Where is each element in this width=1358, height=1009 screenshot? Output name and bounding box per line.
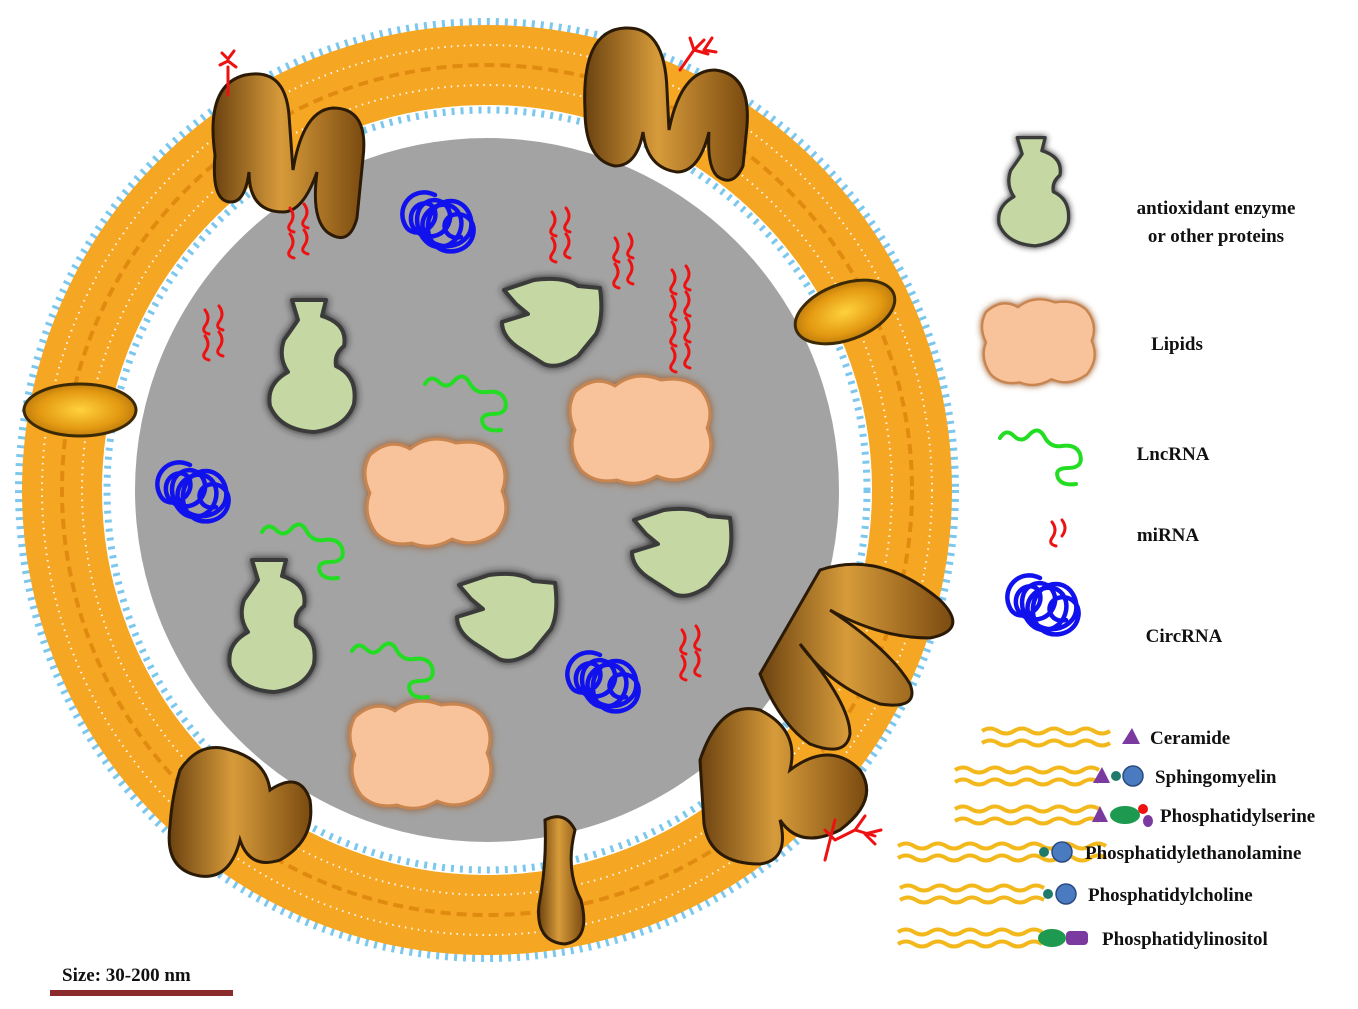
sphingomyelin-icon [953,765,1144,787]
legend-item-lncrna: LncRNA [998,428,1210,487]
phosphatidylinositol-icon [896,927,1088,949]
lipid-cargo-2 [568,374,713,485]
phosphatidylethanolamine-label: Phosphatidylethanolamine [1085,843,1301,864]
lipid-type-sphingomyelin: Sphingomyelin [953,765,1277,788]
transmembrane-protein-top-right [583,26,749,182]
legend-mirna-label: miRNA [1137,525,1200,546]
glycan-top-right [678,36,718,72]
membrane-inner-heads [103,106,871,874]
membrane-outer-heads [15,18,959,962]
lipid-type-ceramide: Ceramide [980,726,1230,749]
phosphatidylcholine-label: Phosphatidylcholine [1088,885,1253,906]
transmembrane-protein-bottom-right [698,707,869,866]
legend-lncrna-label: LncRNA [1137,444,1210,465]
legend-item-circrna: CircRNA [1007,575,1223,647]
exosome [15,18,959,962]
bilayer-tails-outer [41,44,933,936]
membrane-oval-protein-right [793,278,897,346]
transmembrane-channel-bottom [537,815,586,946]
lipid-blob-icon [980,298,1096,387]
lipid-type-phosphatidylinositol: Phosphatidylinositol [896,927,1268,950]
scale-bar: Size: 30-200 nm [50,965,233,996]
glycan-top-left [218,49,238,97]
legend-protein-line2: or other proteins [1148,226,1284,247]
mirna-icon [1049,518,1067,548]
phosphatidylethanolamine-icon [896,841,1108,863]
phosphatidylserine-icon [953,804,1153,827]
membrane-oval-protein-left [22,382,138,438]
lipid-cargo-3 [348,699,493,810]
transmembrane-protein-bottom-left [167,746,313,878]
sphingomyelin-label: Sphingomyelin [1155,767,1277,788]
legend-item-lipids: Lipids [980,298,1203,387]
transmembrane-protein-top-left [211,72,366,240]
scale-bar-line [50,990,233,996]
ceramide-label: Ceramide [1150,728,1230,749]
ceramide-icon [980,726,1140,748]
legend-protein-line1: antioxidant enzyme [1137,198,1296,219]
glycan-bottom-right [823,814,883,862]
transmembrane-protein-right-bottom [758,562,955,751]
protein-icon [997,135,1071,248]
phosphatidylcholine-icon [898,883,1077,905]
scale-bar-label: Size: 30-200 nm [62,965,191,986]
legend-lipids-label: Lipids [1151,334,1203,355]
phosphatidylinositol-label: Phosphatidylinositol [1102,929,1268,950]
lipid-type-phosphatidylethanolamine: Phosphatidylethanolamine [896,841,1301,864]
bilayer-midline [60,63,914,917]
lipid-type-phosphatidylserine: Phosphatidylserine [953,804,1315,827]
legend-circrna-label: CircRNA [1146,626,1223,647]
bilayer-tails-inner [81,84,893,896]
legend-item-mirna: miRNA [1049,518,1200,548]
phosphatidylserine-label: Phosphatidylserine [1160,806,1315,827]
circrna-icon [1007,575,1078,634]
lncrna-icon [998,428,1083,487]
lipid-type-phosphatidylcholine: Phosphatidylcholine [898,883,1253,906]
lipid-cargo-1 [363,437,508,548]
legend-item-protein: antioxidant enzyme or other proteins [997,135,1296,248]
legend: antioxidant enzyme or other proteins Lip… [896,135,1315,950]
